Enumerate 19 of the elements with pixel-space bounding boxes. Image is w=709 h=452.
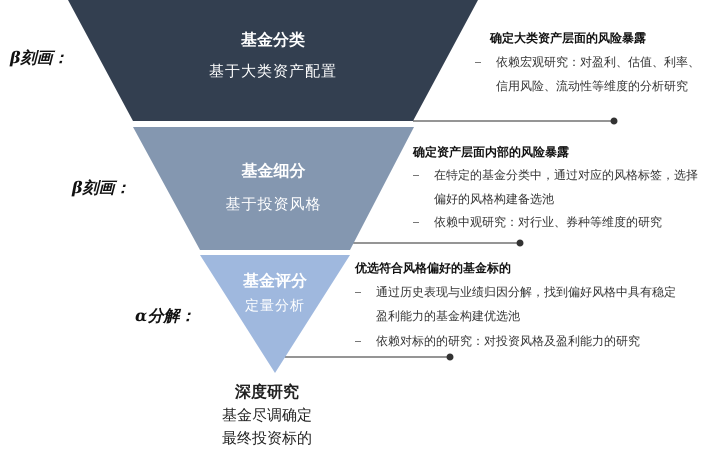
bullet-text: 通过历史表现与业绩归因分解，找到偏好风格中具有稳定盈利能力的基金构建优选池 — [376, 284, 677, 325]
bullet-text: 依赖对标的的研究：对投资风格及盈利能力的研究 — [376, 333, 641, 350]
stage-subtitle: 基金尽调确定最终投资标的 — [221, 405, 313, 449]
stage-subtitle: 定量分析 — [244, 297, 306, 315]
stage-title: 深度研究 — [234, 381, 300, 403]
note-heading: 确定大类资产层面的风险暴露 — [490, 30, 647, 47]
bullet-text: 依赖宏观研究：对盈利、估值、利率、信用风险、流动性等维度的分析研究 — [496, 54, 701, 95]
bullet-text: 依赖中观研究：对行业、券种等维度的研究 — [434, 214, 663, 231]
bullet-text: 在特定的基金分类中，通过对应的风格标签，选择偏好的风格构建备选池 — [434, 167, 699, 208]
stage-title: 基金细分 — [240, 161, 306, 182]
note-heading: 确定资产层面内部的风险暴露 — [413, 144, 570, 161]
stage-title: 基金分类 — [240, 30, 306, 51]
side-label: β刻画： — [72, 178, 131, 199]
stage-subtitle: 基于大类资产配置 — [208, 62, 338, 81]
stage-subtitle: 基于投资风格 — [224, 195, 322, 214]
side-label: α分解： — [135, 306, 196, 327]
stage-title: 基金评分 — [242, 271, 308, 292]
note-heading: 优选符合风格偏好的基金标的 — [355, 260, 512, 277]
side-label: β刻画： — [10, 48, 69, 69]
